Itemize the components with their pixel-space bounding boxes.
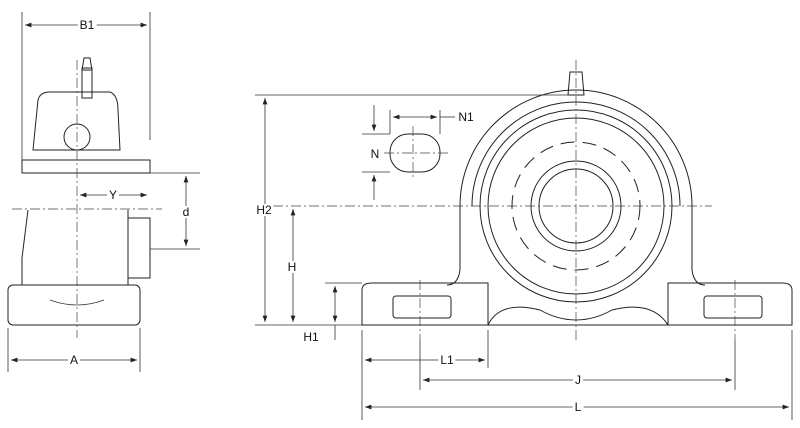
label-l1: L1 [438,353,456,367]
label-b1: B1 [77,18,97,32]
label-d: d [180,205,192,219]
label-h2: H2 [254,203,274,217]
front-view [255,60,793,420]
label-a: A [67,353,81,367]
label-y: Y [106,188,120,202]
label-n1: N1 [456,110,476,124]
label-n: N [368,147,382,161]
label-l: L [572,400,584,414]
label-h: H [285,260,299,274]
side-view [7,12,200,372]
label-j: J [573,373,583,387]
label-h1: H1 [301,330,321,344]
